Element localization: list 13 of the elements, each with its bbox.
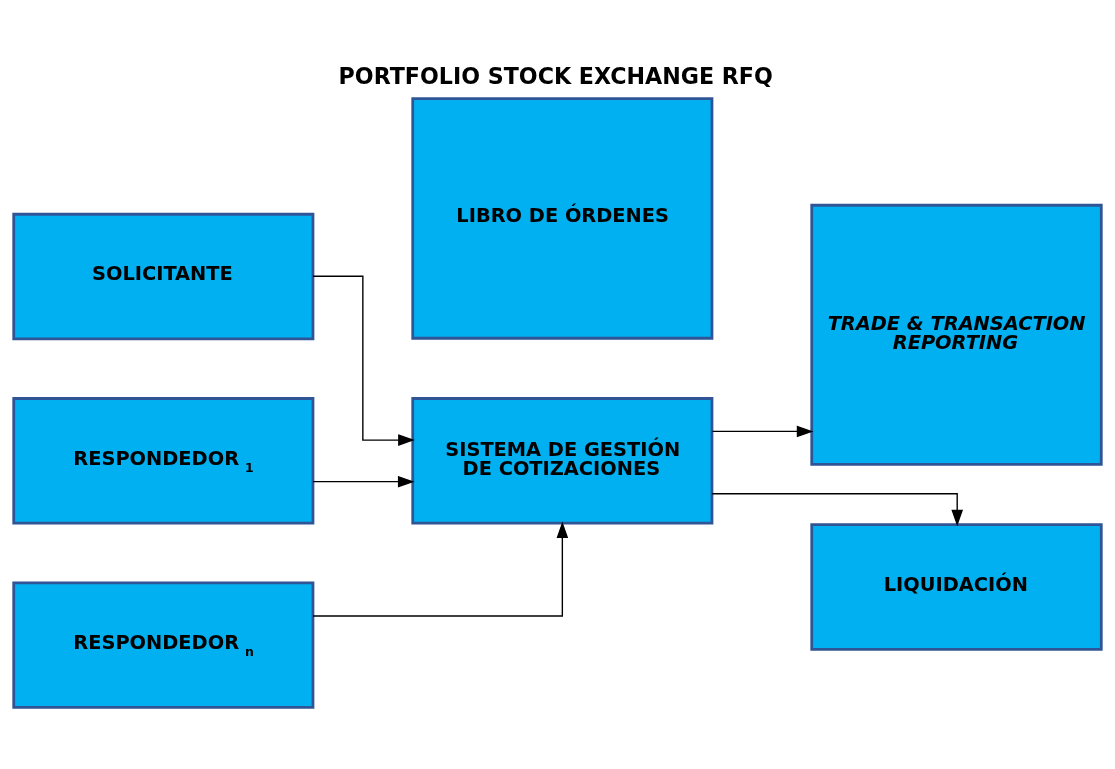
node-box: TRADE & TRANSACTION REPORTING	[810, 203, 1103, 466]
node-box: SISTEMA DE GESTIÓN DE COTIZACIONES	[411, 396, 714, 525]
arrow	[312, 475, 415, 487]
diagram-title: PORTFOLIO STOCK EXCHANGE RFQ	[338, 62, 773, 89]
node-box: RESPONDEDOR $_{n}$	[12, 580, 315, 709]
node-box: RESPONDEDOR $_{1}$	[12, 396, 315, 525]
node-box: SOLICITANTE	[12, 212, 315, 340]
arrow	[711, 425, 814, 437]
node-box: LIBRO DE ÓRDENES	[411, 96, 714, 340]
node-box: LIQUIDACIÓN	[810, 522, 1103, 651]
arrow	[312, 520, 569, 617]
arrow	[711, 492, 963, 526]
arrow	[312, 275, 415, 446]
